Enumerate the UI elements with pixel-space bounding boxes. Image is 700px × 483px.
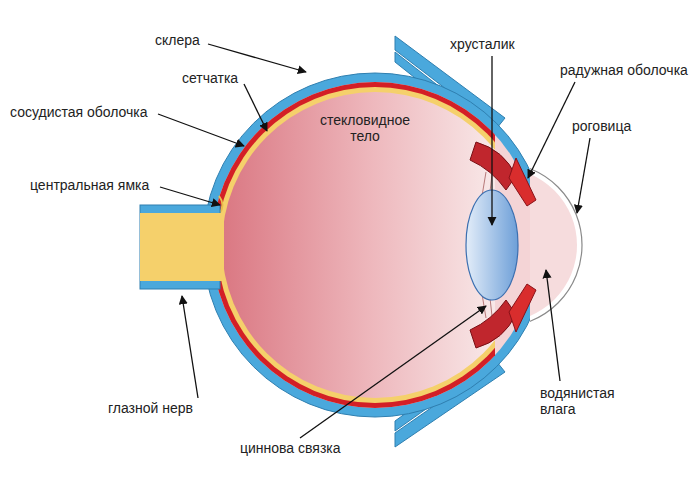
choroid — [212, 82, 495, 408]
part-label: водянистая влага — [540, 385, 615, 417]
part-label: склера — [155, 32, 200, 48]
part-label: роговица — [572, 118, 631, 134]
part-label: сетчатка — [182, 70, 238, 86]
part-label: радужная оболочка — [560, 62, 688, 78]
part-label: глазной нерв — [108, 400, 193, 416]
part-label: циннова связка — [240, 440, 341, 456]
ciliary-body — [470, 142, 516, 348]
cornea — [530, 163, 582, 327]
leader-line — [158, 44, 590, 438]
retina — [217, 87, 495, 403]
aqueous-region — [212, 82, 530, 408]
part-label: центральная ямка — [30, 177, 149, 193]
optic-nerve — [140, 205, 224, 289]
sclera — [203, 73, 530, 417]
vitreous-body — [222, 92, 495, 398]
iris — [509, 158, 536, 332]
part-label: стекловидное тело — [320, 112, 410, 144]
part-label: сосудистая оболочка — [10, 104, 148, 120]
anterior-chamber — [530, 168, 577, 322]
part-label: хрусталик — [450, 36, 515, 52]
